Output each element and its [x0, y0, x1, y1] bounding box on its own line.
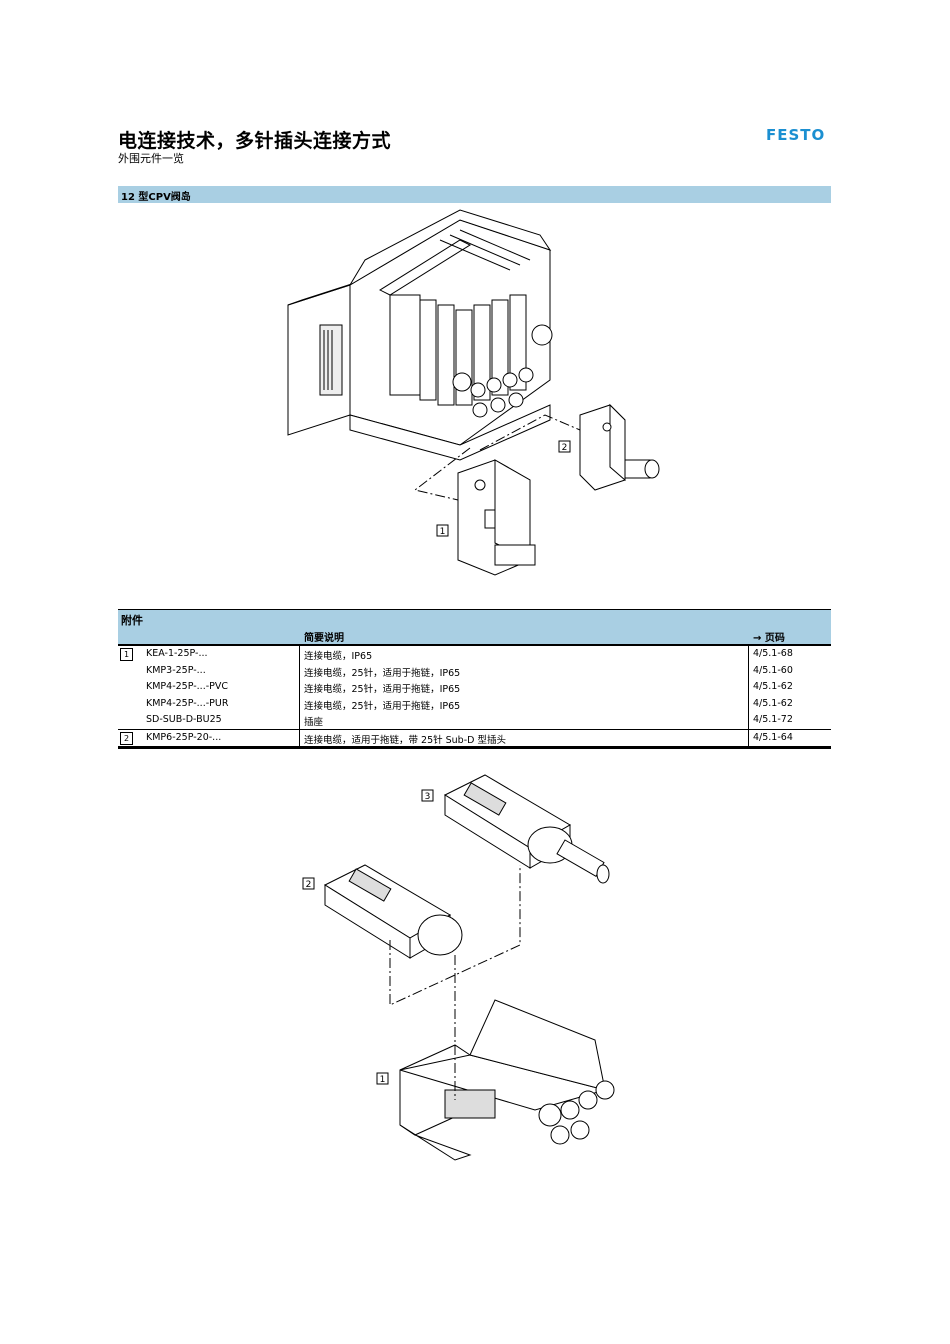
row-page: 4/5.1-62	[753, 697, 793, 709]
row-description: 连接电缆，适用于拖链，带 25针 Sub-D 型插头	[304, 734, 506, 746]
page-title: 电连接技术，多针插头连接方式	[118, 130, 392, 152]
callout-1: 1	[440, 527, 446, 537]
row-type: KMP4-25P-...-PVC	[146, 681, 229, 692]
row-type: KMP6-25P-20-...	[146, 731, 222, 743]
accessories-rows: 1 KEA-1-25P-... 连接电缆，IP65 4/5.1-68 KMP3-…	[118, 646, 831, 749]
row-number: 2	[120, 731, 133, 745]
row-page: 4/5.1-68	[753, 648, 793, 659]
accessories-title-bar: 附件	[118, 609, 831, 627]
row-type: KMP4-25P-...-PUR	[146, 697, 229, 709]
valve-terminal-drawing-2: 3 2 1	[302, 774, 615, 1161]
row-description: 连接电缆，25针，适用于拖链，IP65	[304, 684, 461, 695]
accessories-column-headers: 简要说明 → 页码	[118, 627, 831, 646]
section-label: 12 型CPV阀岛	[121, 192, 191, 203]
callout-2: 2	[562, 443, 568, 453]
row-page: 4/5.1-60	[753, 664, 793, 676]
row-page: 4/5.1-64	[753, 731, 793, 743]
table-row: 2 KMP6-25P-20-... 连接电缆，适用于拖链，带 25针 Sub-D…	[118, 728, 831, 749]
row-description: 连接电缆，25针，适用于拖链，IP65	[304, 667, 461, 679]
table-row: KMP4-25P-...-PUR 连接电缆，25针，适用于拖链，IP65 4/5…	[118, 696, 831, 713]
column-divider	[299, 646, 300, 749]
accessories-title: 附件	[121, 614, 143, 627]
callout-1: 1	[380, 1075, 386, 1085]
table-row: KMP3-25P-... 连接电缆，25针，适用于拖链，IP65 4/5.1-6…	[118, 663, 831, 680]
row-type: SD-SUB-D-BU25	[146, 714, 222, 725]
row-type: KMP3-25P-...	[146, 664, 206, 676]
callout-2: 2	[306, 880, 312, 890]
page-subtitle: 外围元件一览	[118, 152, 184, 165]
col-page-header: → 页码	[753, 633, 785, 644]
table-row: KMP4-25P-...-PVC 连接电缆，25针，适用于拖链，IP65 4/5…	[118, 679, 831, 696]
table-row: 1 KEA-1-25P-... 连接电缆，IP65 4/5.1-68	[118, 646, 831, 663]
section-header-bar: 12 型CPV阀岛	[118, 186, 831, 203]
row-number: 1	[120, 648, 133, 661]
row-description: 插座	[304, 717, 324, 728]
table-row: SD-SUB-D-BU25 插座 4/5.1-72	[118, 712, 831, 729]
row-type: KEA-1-25P-...	[146, 648, 208, 659]
col-description-header: 简要说明	[304, 633, 344, 644]
row-description: 连接电缆，25针，适用于拖链，IP65	[304, 700, 461, 712]
valve-terminal-drawing-1: 2 1	[287, 209, 660, 576]
accessories-table: 附件 简要说明 → 页码 1 KEA-1-25P-... 连接电缆，IP65 4…	[118, 609, 831, 749]
row-description: 连接电缆，IP65	[304, 651, 373, 662]
callout-3: 3	[425, 792, 431, 802]
valve-terminal-figure-1: 2 1	[280, 205, 670, 600]
festo-logo: FESTO	[766, 126, 826, 144]
row-page: 4/5.1-62	[753, 681, 793, 692]
row-page: 4/5.1-72	[753, 714, 793, 725]
valve-terminal-figure-2: 3 2 1	[295, 770, 635, 1175]
column-divider	[748, 646, 749, 749]
